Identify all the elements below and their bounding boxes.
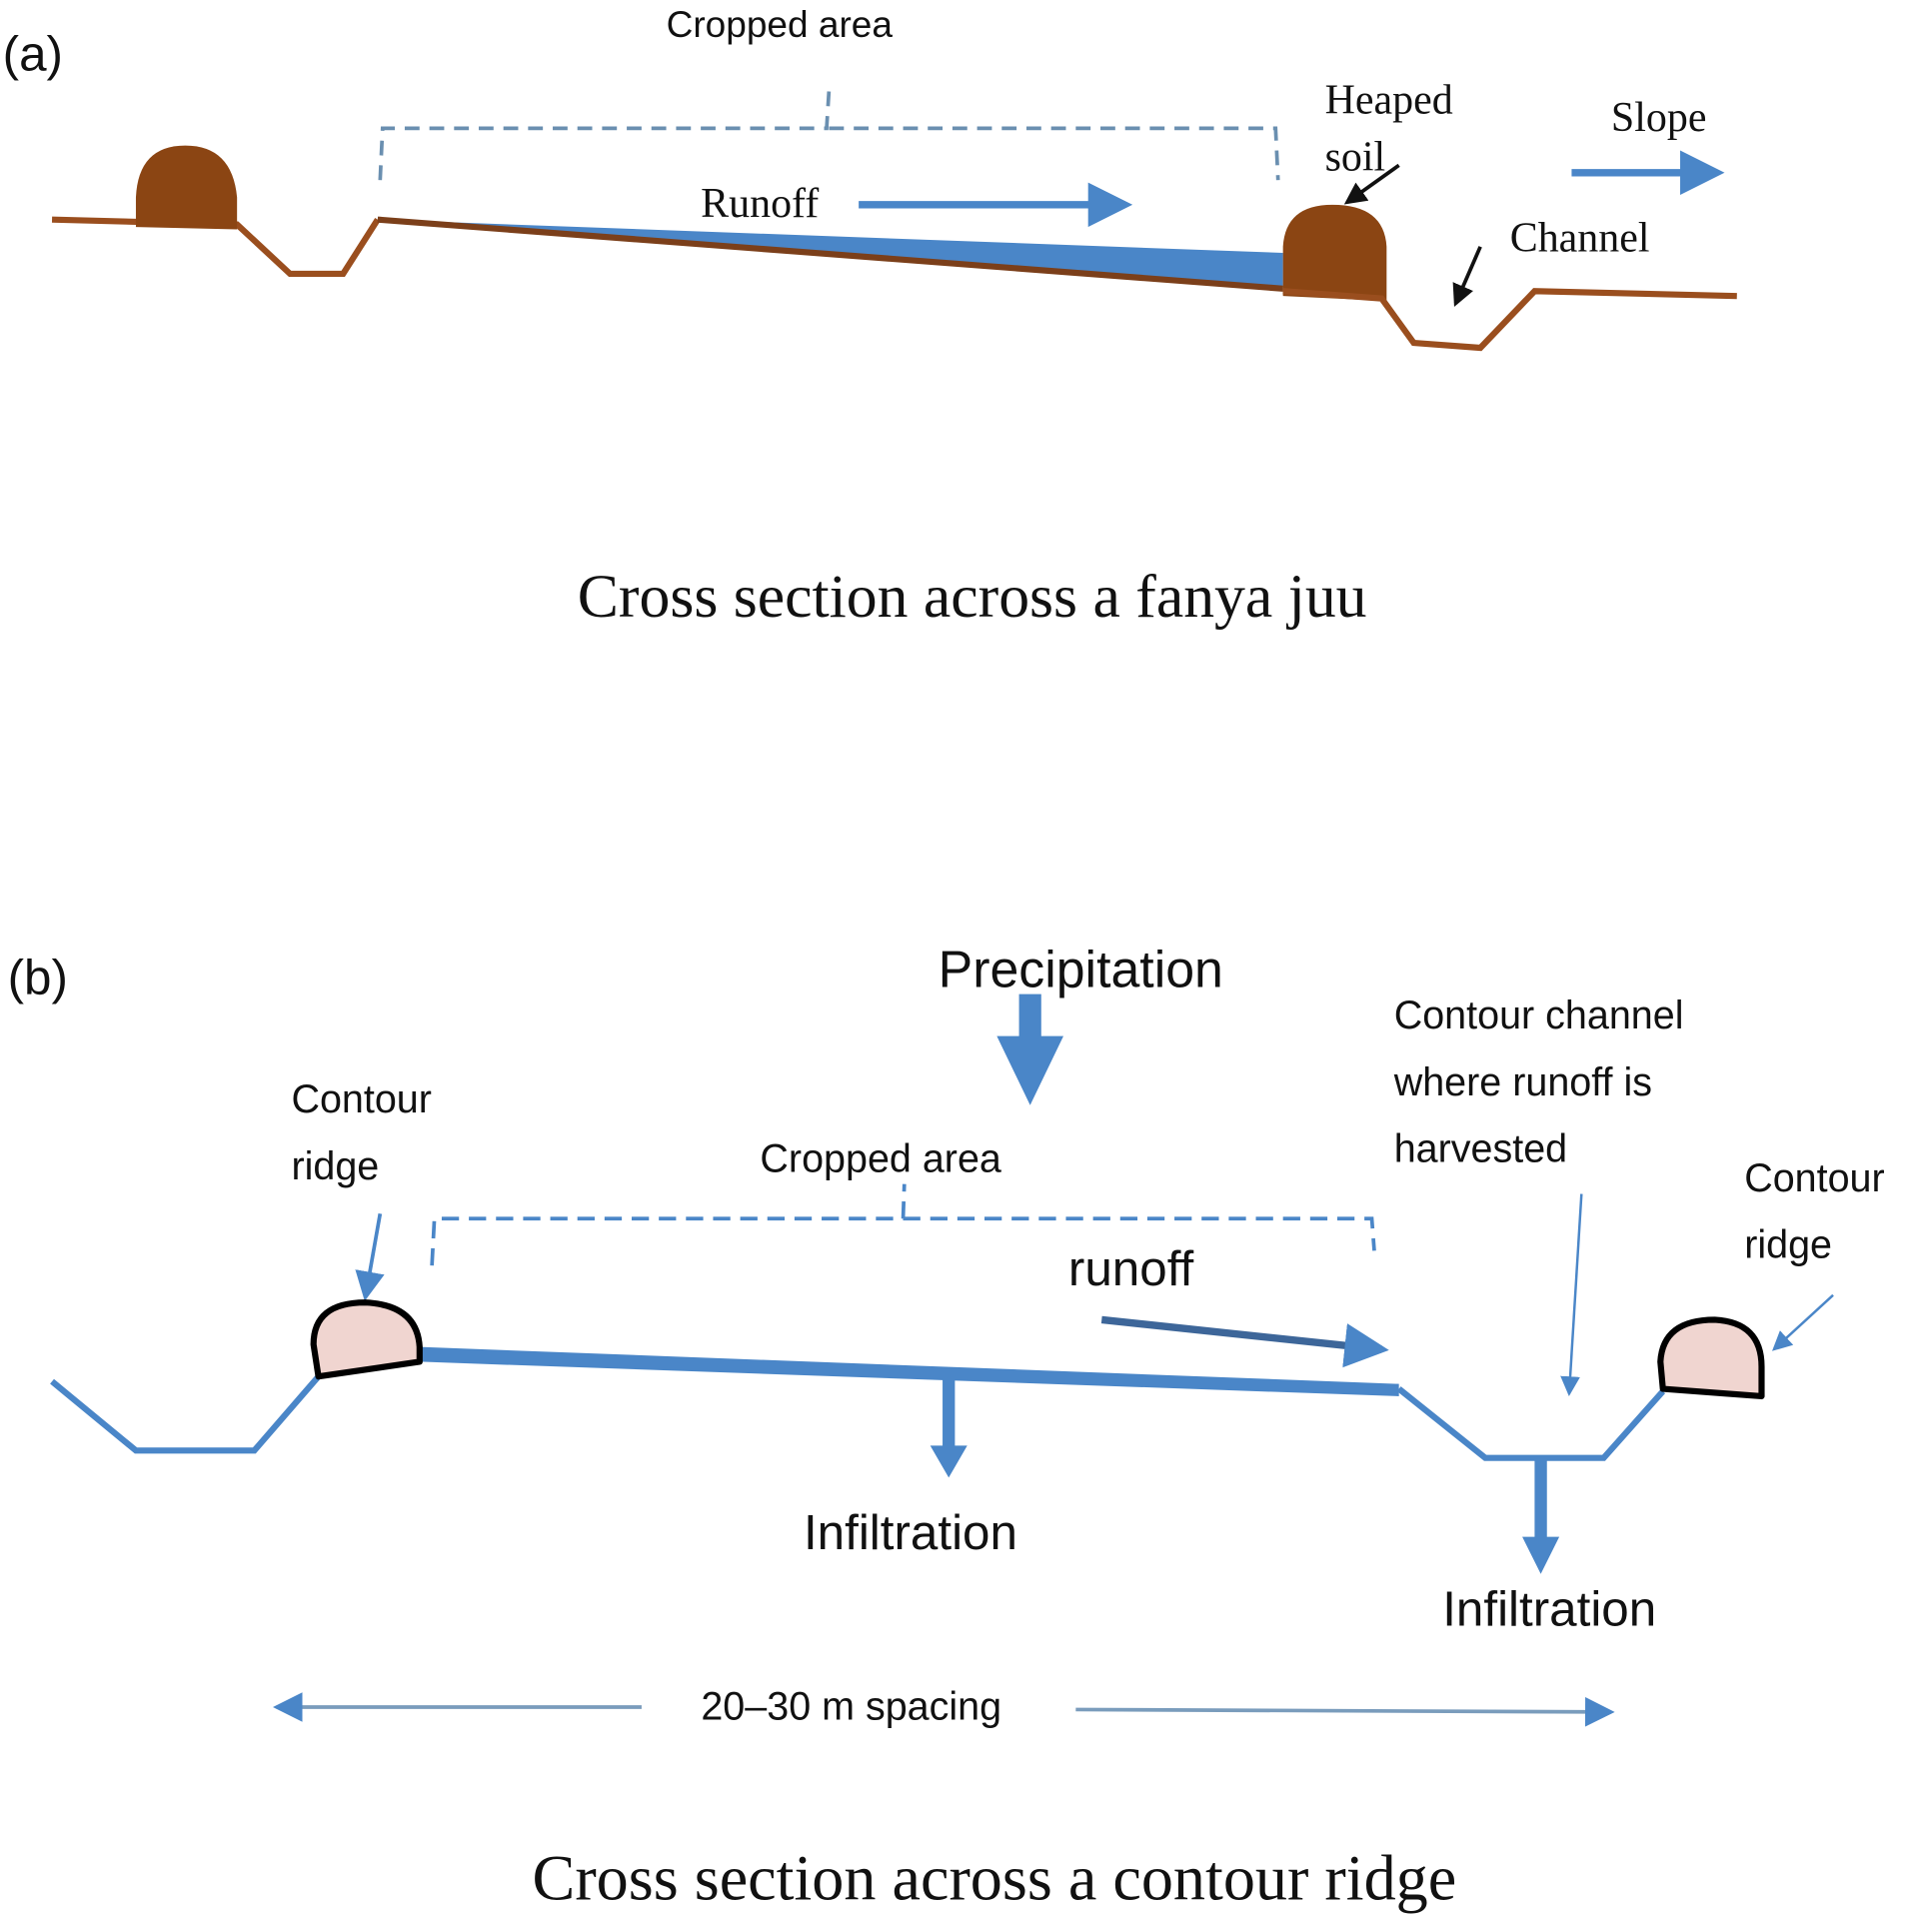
panel-a-caption: Cross section across a fanya juu (578, 563, 1367, 631)
panel-b-infiltration-arrow-right (1522, 1460, 1560, 1574)
panel-b-contour-ridge-left-pointer (355, 1213, 385, 1301)
panel-a-heaped-soil-right (1282, 204, 1387, 302)
panel-b-contour-channel-label-3: harvested (1394, 1127, 1567, 1171)
panel-b-contour-channel-label-2: where runoff is (1393, 1060, 1652, 1104)
panel-b-contour-ridge-right (1657, 1316, 1765, 1400)
panel-b-precipitation-arrow (996, 993, 1063, 1105)
panel-a-channel-pointer (1452, 246, 1482, 307)
panel-a-label: (a) (3, 26, 63, 81)
panel-b-contour-ridge-right-label-2: ridge (1744, 1223, 1832, 1267)
panel-b-ground-right (1396, 1386, 1666, 1461)
panel-a-slope-ground (377, 216, 1283, 292)
panel-a-heaped-soil-label-2: soil (1325, 134, 1386, 180)
panel-b-contour-ridge-right-label-1: Contour (1744, 1156, 1884, 1200)
panel-a-cropped-area-bracket (378, 88, 1280, 181)
panel-b-spacing-label: 20–30 m spacing (701, 1684, 1001, 1728)
panel-b-cropped-area-label: Cropped area (760, 1136, 1000, 1180)
panel-a-runoff-label: Runoff (701, 181, 819, 227)
panel-b-contour-ridge-left (310, 1299, 423, 1380)
panel-a-heaped-soil-label-1: Heaped (1325, 78, 1453, 124)
panel-b-runoff-label: runoff (1068, 1241, 1194, 1296)
panel-b-infiltration-left-label: Infiltration (804, 1505, 1017, 1560)
panel-a-heaped-soil-left (135, 145, 238, 230)
panel-a-heaped-soil-pointer (1343, 163, 1400, 205)
panel-b-contour-channel-pointer (1560, 1193, 1583, 1396)
panel-b-contour-ridge-right-pointer (1772, 1293, 1834, 1351)
panel-b-contour-channel-label-1: Contour channel (1394, 993, 1684, 1037)
panel-b-cropped-area-bracket (430, 1183, 1376, 1266)
panel-b-runoff-arrow (1100, 1315, 1389, 1368)
panel-b-infiltration-right-label: Infiltration (1442, 1582, 1656, 1637)
panel-b-label: (b) (8, 951, 68, 1005)
panel-b-ground-left (50, 1374, 321, 1454)
panel-b-infiltration-arrow-left (930, 1368, 967, 1478)
panel-b-contour-ridge-left-label-1: Contour (291, 1077, 431, 1121)
panel-a-slope-label: Slope (1611, 95, 1707, 141)
panel-b-spacing-arrow-right (1075, 1696, 1615, 1727)
panel-b-cropped-surface (419, 1346, 1399, 1396)
panel-a-cropped-area-label: Cropped area (667, 3, 894, 45)
panel-b: (b) Precipitation Contour ridge Cropped … (8, 940, 1885, 1913)
panel-a: (a) Cropped area Runoff Heaped soil Slop… (3, 3, 1737, 631)
panel-b-contour-ridge-left-label-2: ridge (291, 1144, 379, 1188)
panel-b-precipitation-label: Precipitation (939, 940, 1223, 997)
panel-b-caption: Cross section across a contour ridge (533, 1842, 1457, 1913)
panel-a-ground-right (1282, 288, 1737, 352)
panel-a-channel-label: Channel (1510, 216, 1650, 262)
